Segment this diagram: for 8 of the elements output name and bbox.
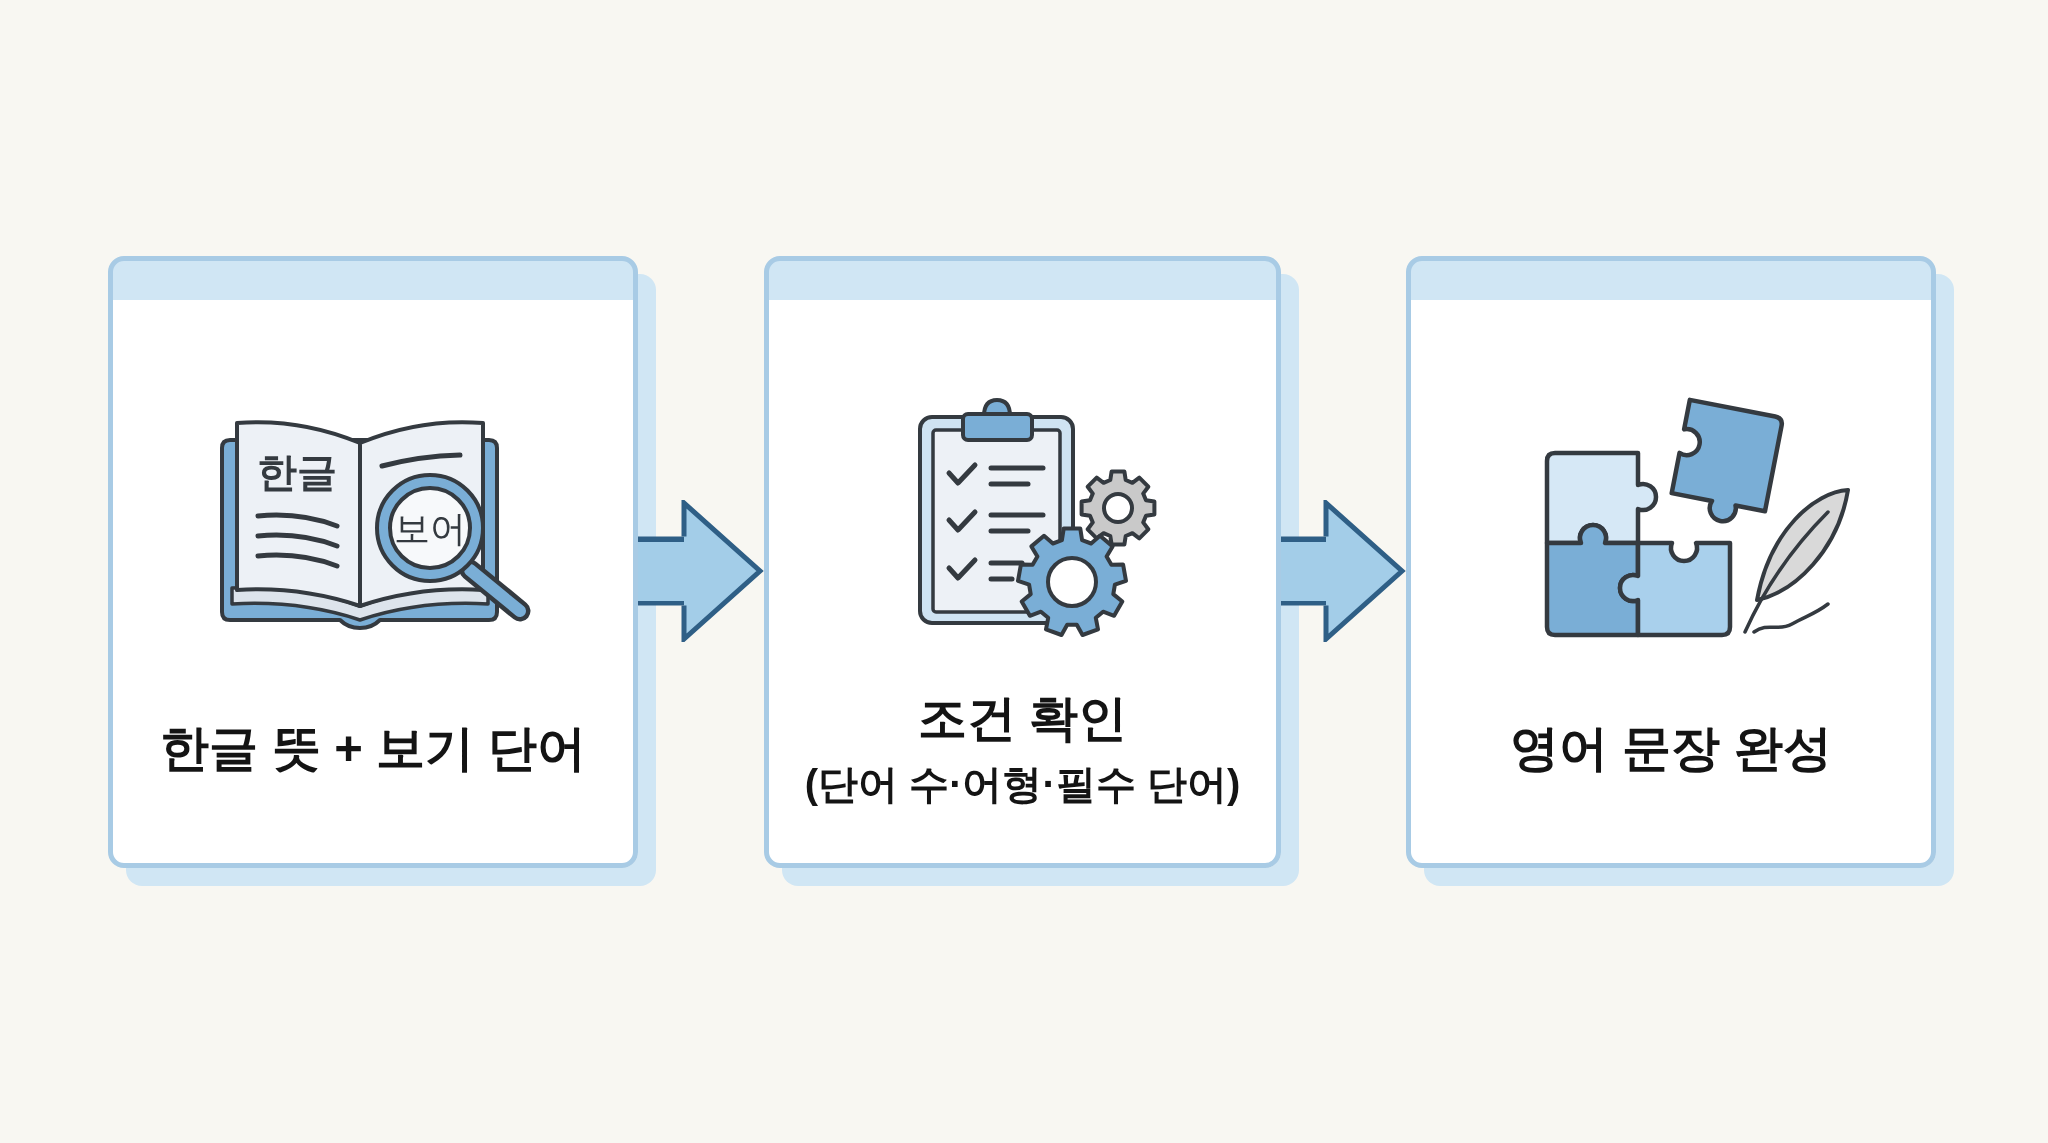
arrow xyxy=(638,500,764,642)
step-title: 영어 문장 완성 xyxy=(1510,719,1832,777)
arrow xyxy=(1281,500,1406,642)
book-page-word: 한글 xyxy=(257,450,337,494)
step-note: (단어 수·어형·필수 단어) xyxy=(804,761,1241,807)
step-title: 한글 뜻 + 보기 단어 xyxy=(159,719,587,777)
step-title: 조건 확인 xyxy=(917,689,1128,747)
magnified-word: 보어 xyxy=(394,507,466,549)
